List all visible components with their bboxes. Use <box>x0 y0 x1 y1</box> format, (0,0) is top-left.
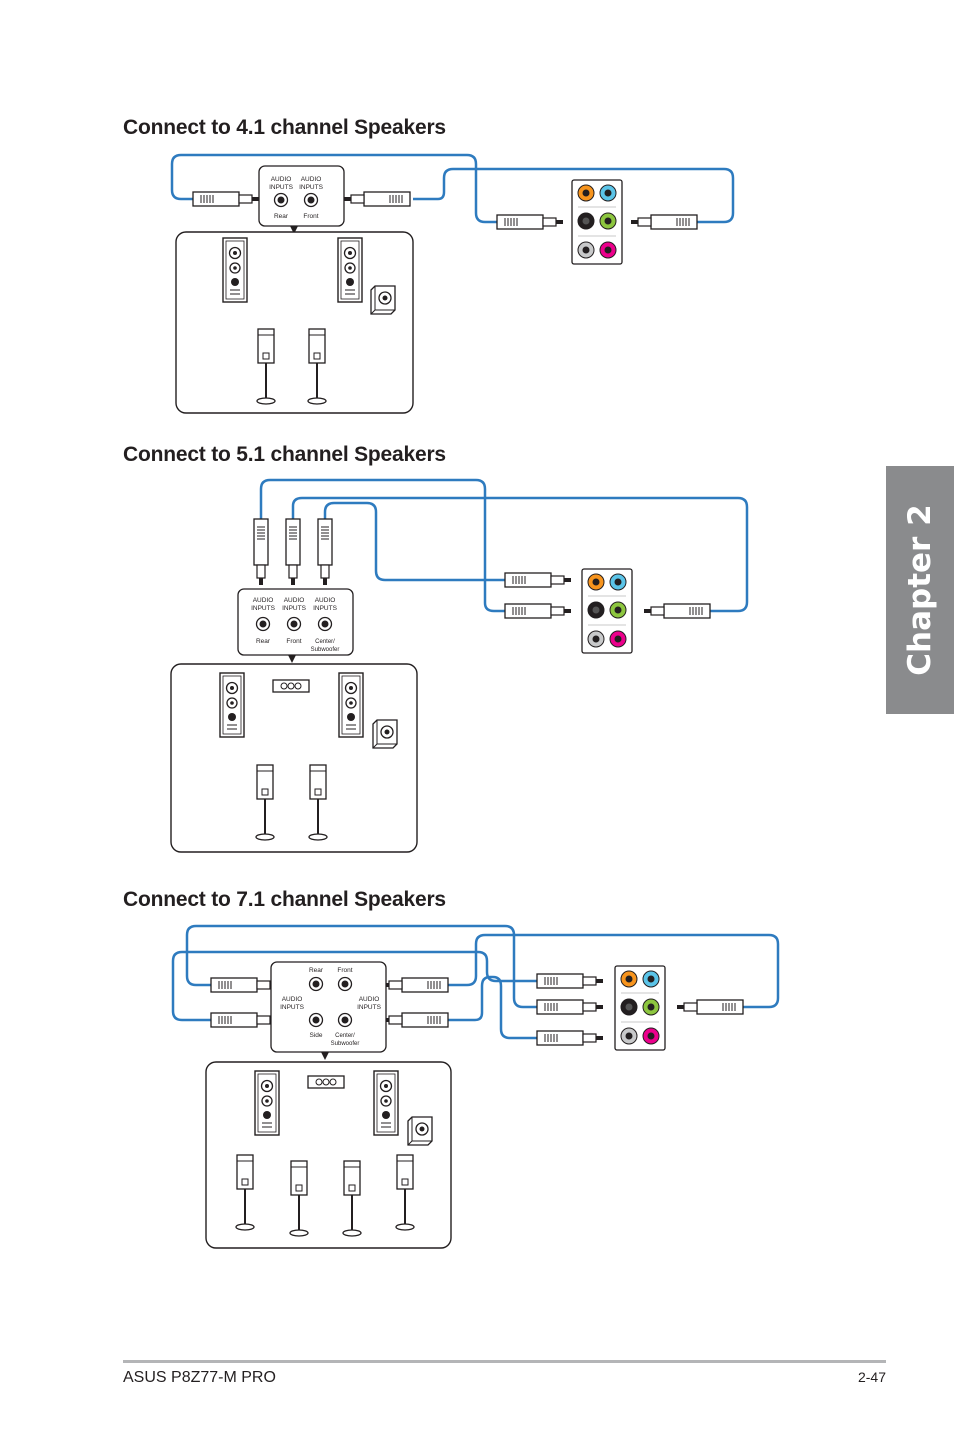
svg-text:Center/: Center/ <box>315 639 335 645</box>
heading-4-1-channel: Connect to 4.1 channel Speakers <box>123 116 446 139</box>
svg-text:Front: Front <box>337 967 352 974</box>
svg-text:AUDIO: AUDIO <box>253 597 274 604</box>
svg-text:AUDIO: AUDIO <box>301 176 322 183</box>
diagram-5-1-channel: AUDIO INPUTS AUDIO INPUTS AUDIO INPUTS R… <box>170 478 749 853</box>
svg-text:Front: Front <box>286 638 301 645</box>
svg-text:Subwoofer: Subwoofer <box>331 1041 360 1047</box>
diagram-7-1-channel: Rear Front AUDIO INPUTS AUDIO INPUTS Sid… <box>171 924 780 1249</box>
svg-text:INPUTS: INPUTS <box>282 605 307 612</box>
svg-text:AUDIO: AUDIO <box>359 996 380 1003</box>
svg-text:AUDIO: AUDIO <box>282 996 303 1003</box>
svg-text:Rear: Rear <box>256 638 271 645</box>
svg-text:AUDIO: AUDIO <box>271 176 292 183</box>
diagram-4-1-channel: AUDIO INPUTS AUDIO INPUTS Rear Front <box>170 153 735 414</box>
svg-text:INPUTS: INPUTS <box>357 1004 382 1011</box>
svg-text:Rear: Rear <box>309 967 324 974</box>
footer-divider <box>123 1360 886 1363</box>
svg-text:Rear: Rear <box>274 213 289 220</box>
svg-text:Front: Front <box>303 213 318 220</box>
heading-5-1-channel: Connect to 5.1 channel Speakers <box>123 443 446 466</box>
svg-text:INPUTS: INPUTS <box>251 605 276 612</box>
svg-text:Side: Side <box>309 1032 322 1039</box>
svg-text:Subwoofer: Subwoofer <box>311 647 340 653</box>
heading-7-1-channel: Connect to 7.1 channel Speakers <box>123 888 446 911</box>
chapter-tab <box>886 466 954 714</box>
svg-text:INPUTS: INPUTS <box>280 1004 305 1011</box>
svg-text:Center/: Center/ <box>335 1033 355 1039</box>
svg-text:INPUTS: INPUTS <box>299 184 324 191</box>
footer-product-name: ASUS P8Z77-M PRO <box>123 1369 276 1386</box>
svg-text:INPUTS: INPUTS <box>313 605 338 612</box>
svg-text:INPUTS: INPUTS <box>269 184 294 191</box>
footer-page-number: 2-47 <box>857 1369 886 1385</box>
svg-text:AUDIO: AUDIO <box>315 597 336 604</box>
svg-text:AUDIO: AUDIO <box>284 597 305 604</box>
